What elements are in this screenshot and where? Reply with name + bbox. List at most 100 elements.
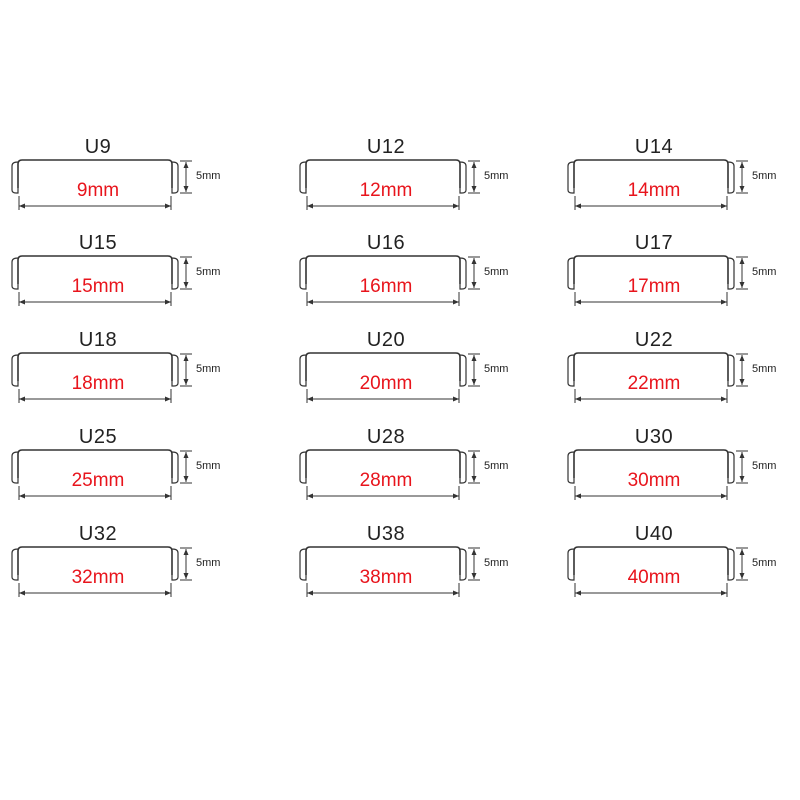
channel-inner xyxy=(567,354,735,383)
flange-right xyxy=(727,284,735,290)
channel-inner xyxy=(567,451,735,480)
channel-outline xyxy=(17,352,173,381)
flange-right xyxy=(459,188,467,194)
channel-outline xyxy=(573,546,729,575)
flange-left xyxy=(11,381,19,387)
u-channel-drawing xyxy=(567,255,748,306)
height-measure-label: 5mm xyxy=(752,363,777,375)
width-measure-label: 12mm xyxy=(359,180,413,201)
u-profile-u17: U17 17mm 5mm xyxy=(564,232,800,326)
width-measure-label: 16mm xyxy=(359,276,413,297)
model-label: U16 xyxy=(366,232,406,254)
flange-right xyxy=(171,478,179,484)
flange-left xyxy=(299,188,307,194)
flange-left xyxy=(567,478,575,484)
model-label: U22 xyxy=(634,329,674,351)
width-measure-label: 40mm xyxy=(627,567,681,588)
channel-inner xyxy=(11,451,179,480)
height-measure-label: 5mm xyxy=(752,170,777,182)
flange-right xyxy=(727,478,735,484)
height-measure-label: 5mm xyxy=(196,266,221,278)
flange-left xyxy=(11,284,19,290)
channel-inner xyxy=(567,548,735,577)
flange-left xyxy=(567,575,575,581)
model-label: U15 xyxy=(78,232,118,254)
u-channel-drawing xyxy=(567,352,748,403)
channel-outline xyxy=(305,352,461,381)
flange-left xyxy=(299,478,307,484)
height-measure-label: 5mm xyxy=(196,557,221,569)
u-channel-drawing xyxy=(299,352,480,403)
u-channel-drawing xyxy=(299,255,480,306)
flange-left xyxy=(299,381,307,387)
u-channel-drawing xyxy=(11,546,192,597)
channel-inner xyxy=(299,161,467,190)
width-measure-label: 20mm xyxy=(359,373,413,394)
model-label: U30 xyxy=(634,426,674,448)
model-label: U38 xyxy=(366,523,406,545)
model-label: U9 xyxy=(84,136,112,158)
channel-outline xyxy=(17,255,173,284)
u-channel-drawing xyxy=(11,255,192,306)
model-label: U28 xyxy=(366,426,406,448)
model-label: U14 xyxy=(634,136,674,158)
height-measure-label: 5mm xyxy=(484,557,509,569)
u-profile-u38: U38 38mm 5mm xyxy=(296,523,536,617)
channel-inner xyxy=(299,451,467,480)
u-channel-drawing xyxy=(567,546,748,597)
channel-outline xyxy=(573,352,729,381)
width-measure-label: 22mm xyxy=(627,373,681,394)
u-profile-u28: U28 28mm 5mm xyxy=(296,426,536,520)
u-profile-u25: U25 25mm 5mm xyxy=(8,426,248,520)
flange-right xyxy=(727,188,735,194)
width-measure-label: 9mm xyxy=(76,180,120,201)
channel-outline xyxy=(17,159,173,188)
width-measure-label: 15mm xyxy=(71,276,125,297)
flange-left xyxy=(299,284,307,290)
height-measure-label: 5mm xyxy=(484,170,509,182)
u-profile-u32: U32 32mm 5mm xyxy=(8,523,248,617)
model-label: U25 xyxy=(78,426,118,448)
u-channel-drawing xyxy=(11,352,192,403)
u-channel-drawing xyxy=(11,159,192,210)
channel-inner xyxy=(11,548,179,577)
height-measure-label: 5mm xyxy=(752,460,777,472)
model-label: U20 xyxy=(366,329,406,351)
flange-right xyxy=(171,381,179,387)
height-measure-label: 5mm xyxy=(484,266,509,278)
width-measure-label: 17mm xyxy=(627,276,681,297)
channel-outline xyxy=(573,449,729,478)
channel-inner xyxy=(11,161,179,190)
u-profile-u22: U22 22mm 5mm xyxy=(564,329,800,423)
width-measure-label: 18mm xyxy=(71,373,125,394)
flange-left xyxy=(567,284,575,290)
u-profile-u40: U40 40mm 5mm xyxy=(564,523,800,617)
u-channel-drawing xyxy=(299,546,480,597)
channel-inner xyxy=(299,257,467,286)
flange-left xyxy=(11,478,19,484)
height-measure-label: 5mm xyxy=(752,557,777,569)
channel-outline xyxy=(573,255,729,284)
channel-outline xyxy=(305,546,461,575)
u-profile-u18: U18 18mm 5mm xyxy=(8,329,248,423)
width-measure-label: 38mm xyxy=(359,567,413,588)
flange-right xyxy=(727,381,735,387)
channel-inner xyxy=(567,161,735,190)
channel-outline xyxy=(305,449,461,478)
u-profile-u14: U14 14mm 5mm xyxy=(564,136,800,230)
channel-inner xyxy=(11,257,179,286)
u-profile-u15: U15 15mm 5mm xyxy=(8,232,248,326)
height-measure-label: 5mm xyxy=(484,460,509,472)
flange-left xyxy=(11,188,19,194)
flange-left xyxy=(567,188,575,194)
height-measure-label: 5mm xyxy=(484,363,509,375)
u-profile-u12: U12 12mm 5mm xyxy=(296,136,536,230)
channel-inner xyxy=(299,354,467,383)
width-measure-label: 30mm xyxy=(627,470,681,491)
channel-inner xyxy=(299,548,467,577)
model-label: U12 xyxy=(366,136,406,158)
width-measure-label: 32mm xyxy=(71,567,125,588)
flange-left xyxy=(11,575,19,581)
model-label: U17 xyxy=(634,232,674,254)
